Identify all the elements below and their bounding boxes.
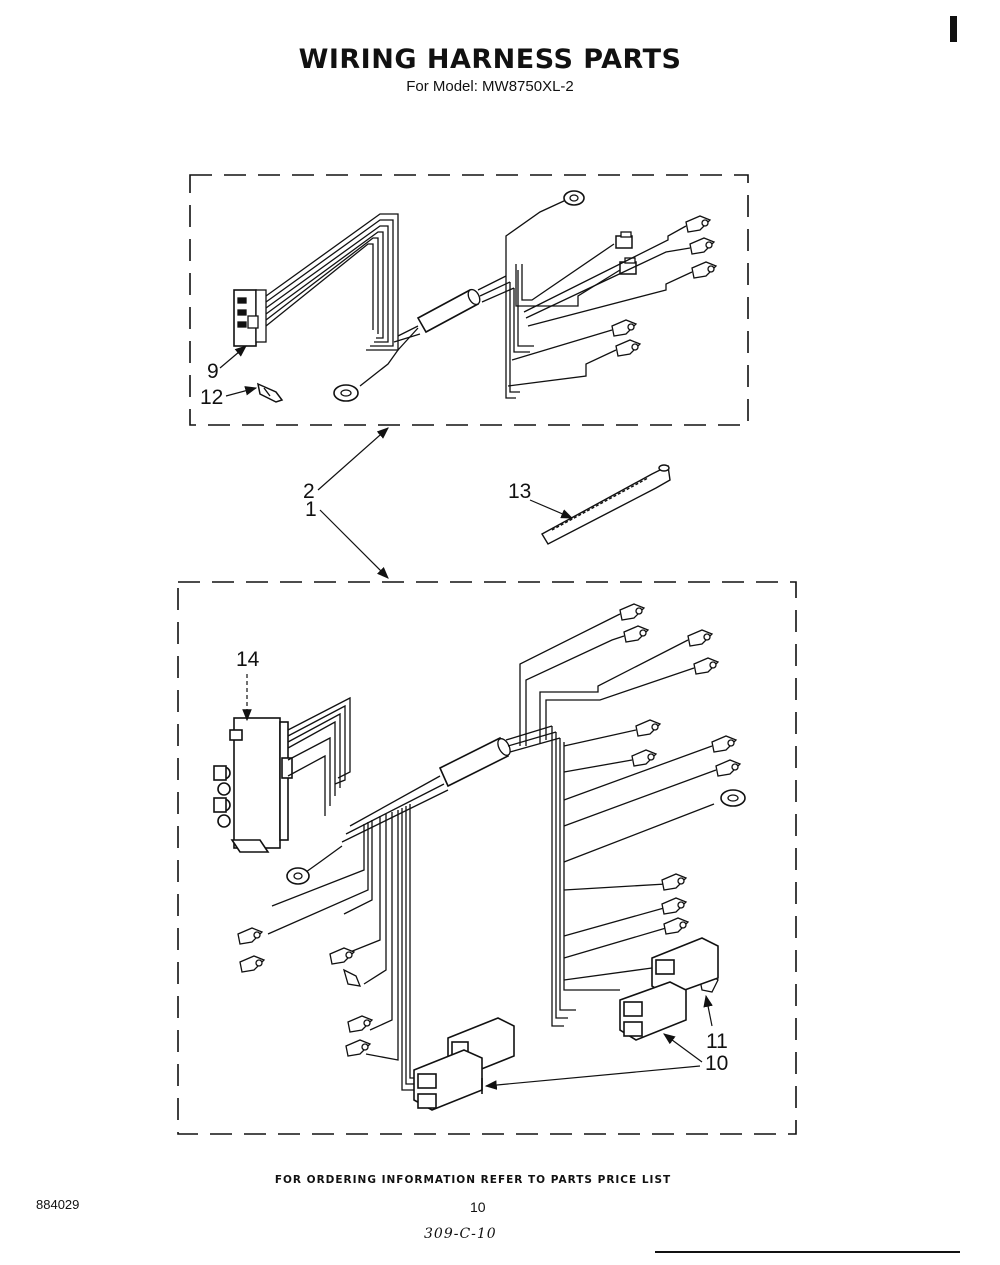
handwritten-note: 309-C-10 — [424, 1226, 497, 1242]
bottom-connector-blocks — [413, 1017, 515, 1111]
lower-harness-frame — [177, 581, 797, 1135]
upper-plug-connector — [233, 289, 267, 347]
corner-mark — [950, 16, 957, 42]
document-number: 884029 — [36, 1197, 80, 1212]
bottom-rule — [655, 1251, 960, 1253]
upper-insulation-sleeve — [416, 288, 481, 334]
callouts: 9 12 2 1 13 14 11 10 — [200, 345, 728, 1090]
page-number: 10 — [470, 1199, 486, 1215]
lower-ring-terminal-right — [720, 789, 746, 807]
upper-spade-connectors — [615, 231, 637, 275]
lower-ground-ring-left — [286, 867, 310, 885]
callout-13: 13 — [508, 480, 531, 503]
lower-main-connector — [213, 717, 293, 853]
upper-harness — [233, 190, 718, 403]
ordering-note: FOR ORDERING INFORMATION REFER TO PARTS … — [274, 1174, 672, 1186]
callout-1: 1 — [305, 498, 317, 521]
lower-insulation-sleeve — [438, 736, 511, 788]
callout-9: 9 — [207, 360, 219, 383]
cable-tie — [541, 464, 671, 545]
callout-14: 14 — [236, 648, 260, 671]
lower-harness — [213, 603, 746, 1111]
upper-harness-frame — [189, 174, 749, 426]
callout-2: 2 — [303, 480, 315, 503]
page-title: WIRING HARNESS PARTS — [298, 44, 682, 75]
upper-ring-terminal — [563, 190, 585, 206]
left-quick-disconnects — [237, 927, 374, 1057]
right-connector-blocks — [619, 937, 719, 1041]
upper-quick-disconnects — [611, 215, 718, 357]
callout-11: 11 — [706, 1030, 728, 1053]
loose-terminal — [256, 382, 284, 403]
model-subtitle: For Model: MW8750XL-2 — [406, 78, 574, 95]
callout-12: 12 — [200, 386, 223, 409]
upper-ground-ring — [333, 384, 359, 402]
callout-10: 10 — [705, 1052, 728, 1075]
lower-quick-disconnects — [619, 603, 742, 993]
